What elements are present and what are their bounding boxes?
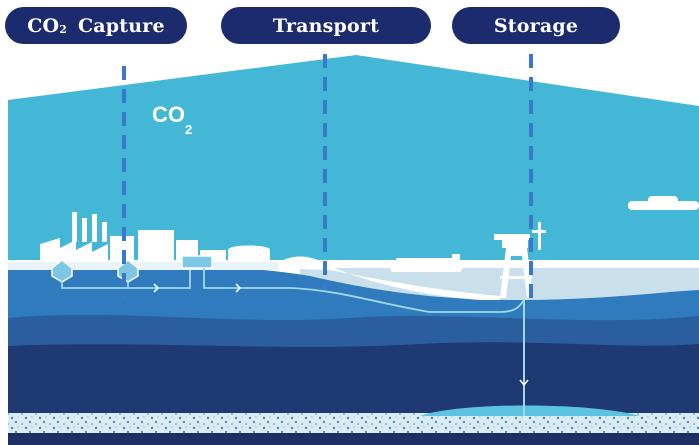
stage-storage-label: Storage bbox=[493, 14, 579, 37]
flow-arrow-icon bbox=[153, 283, 242, 293]
flow-arrow-icon bbox=[519, 379, 529, 387]
co2-gas-subscript: 2 bbox=[185, 122, 193, 138]
stage-transport-pill: Transport bbox=[221, 7, 431, 44]
storage-rock-layer bbox=[8, 413, 699, 433]
co2-storage-plume bbox=[420, 405, 640, 416]
sky bbox=[8, 55, 699, 260]
stage-capture-subscript: 2 bbox=[59, 23, 68, 36]
co2-gas-text: CO bbox=[152, 102, 185, 127]
factory-icon bbox=[40, 212, 270, 262]
bedrock bbox=[8, 433, 699, 445]
stage-transport-label: Transport bbox=[272, 14, 380, 37]
coastline-dune bbox=[270, 256, 500, 300]
cloud-icon bbox=[628, 196, 699, 210]
stage-storage-pill: Storage bbox=[452, 7, 620, 44]
stage-divider-lines bbox=[122, 54, 533, 300]
capture-unit-icon bbox=[51, 255, 213, 283]
co2-gas-label: CO2 bbox=[152, 102, 192, 137]
platform-icon bbox=[494, 222, 546, 298]
land-strip bbox=[8, 262, 278, 270]
stage-capture-label: CO bbox=[27, 14, 60, 37]
stage-capture-suffix: Capture bbox=[71, 14, 165, 37]
co2-pipeline bbox=[61, 268, 525, 313]
ship-icon bbox=[388, 254, 466, 272]
